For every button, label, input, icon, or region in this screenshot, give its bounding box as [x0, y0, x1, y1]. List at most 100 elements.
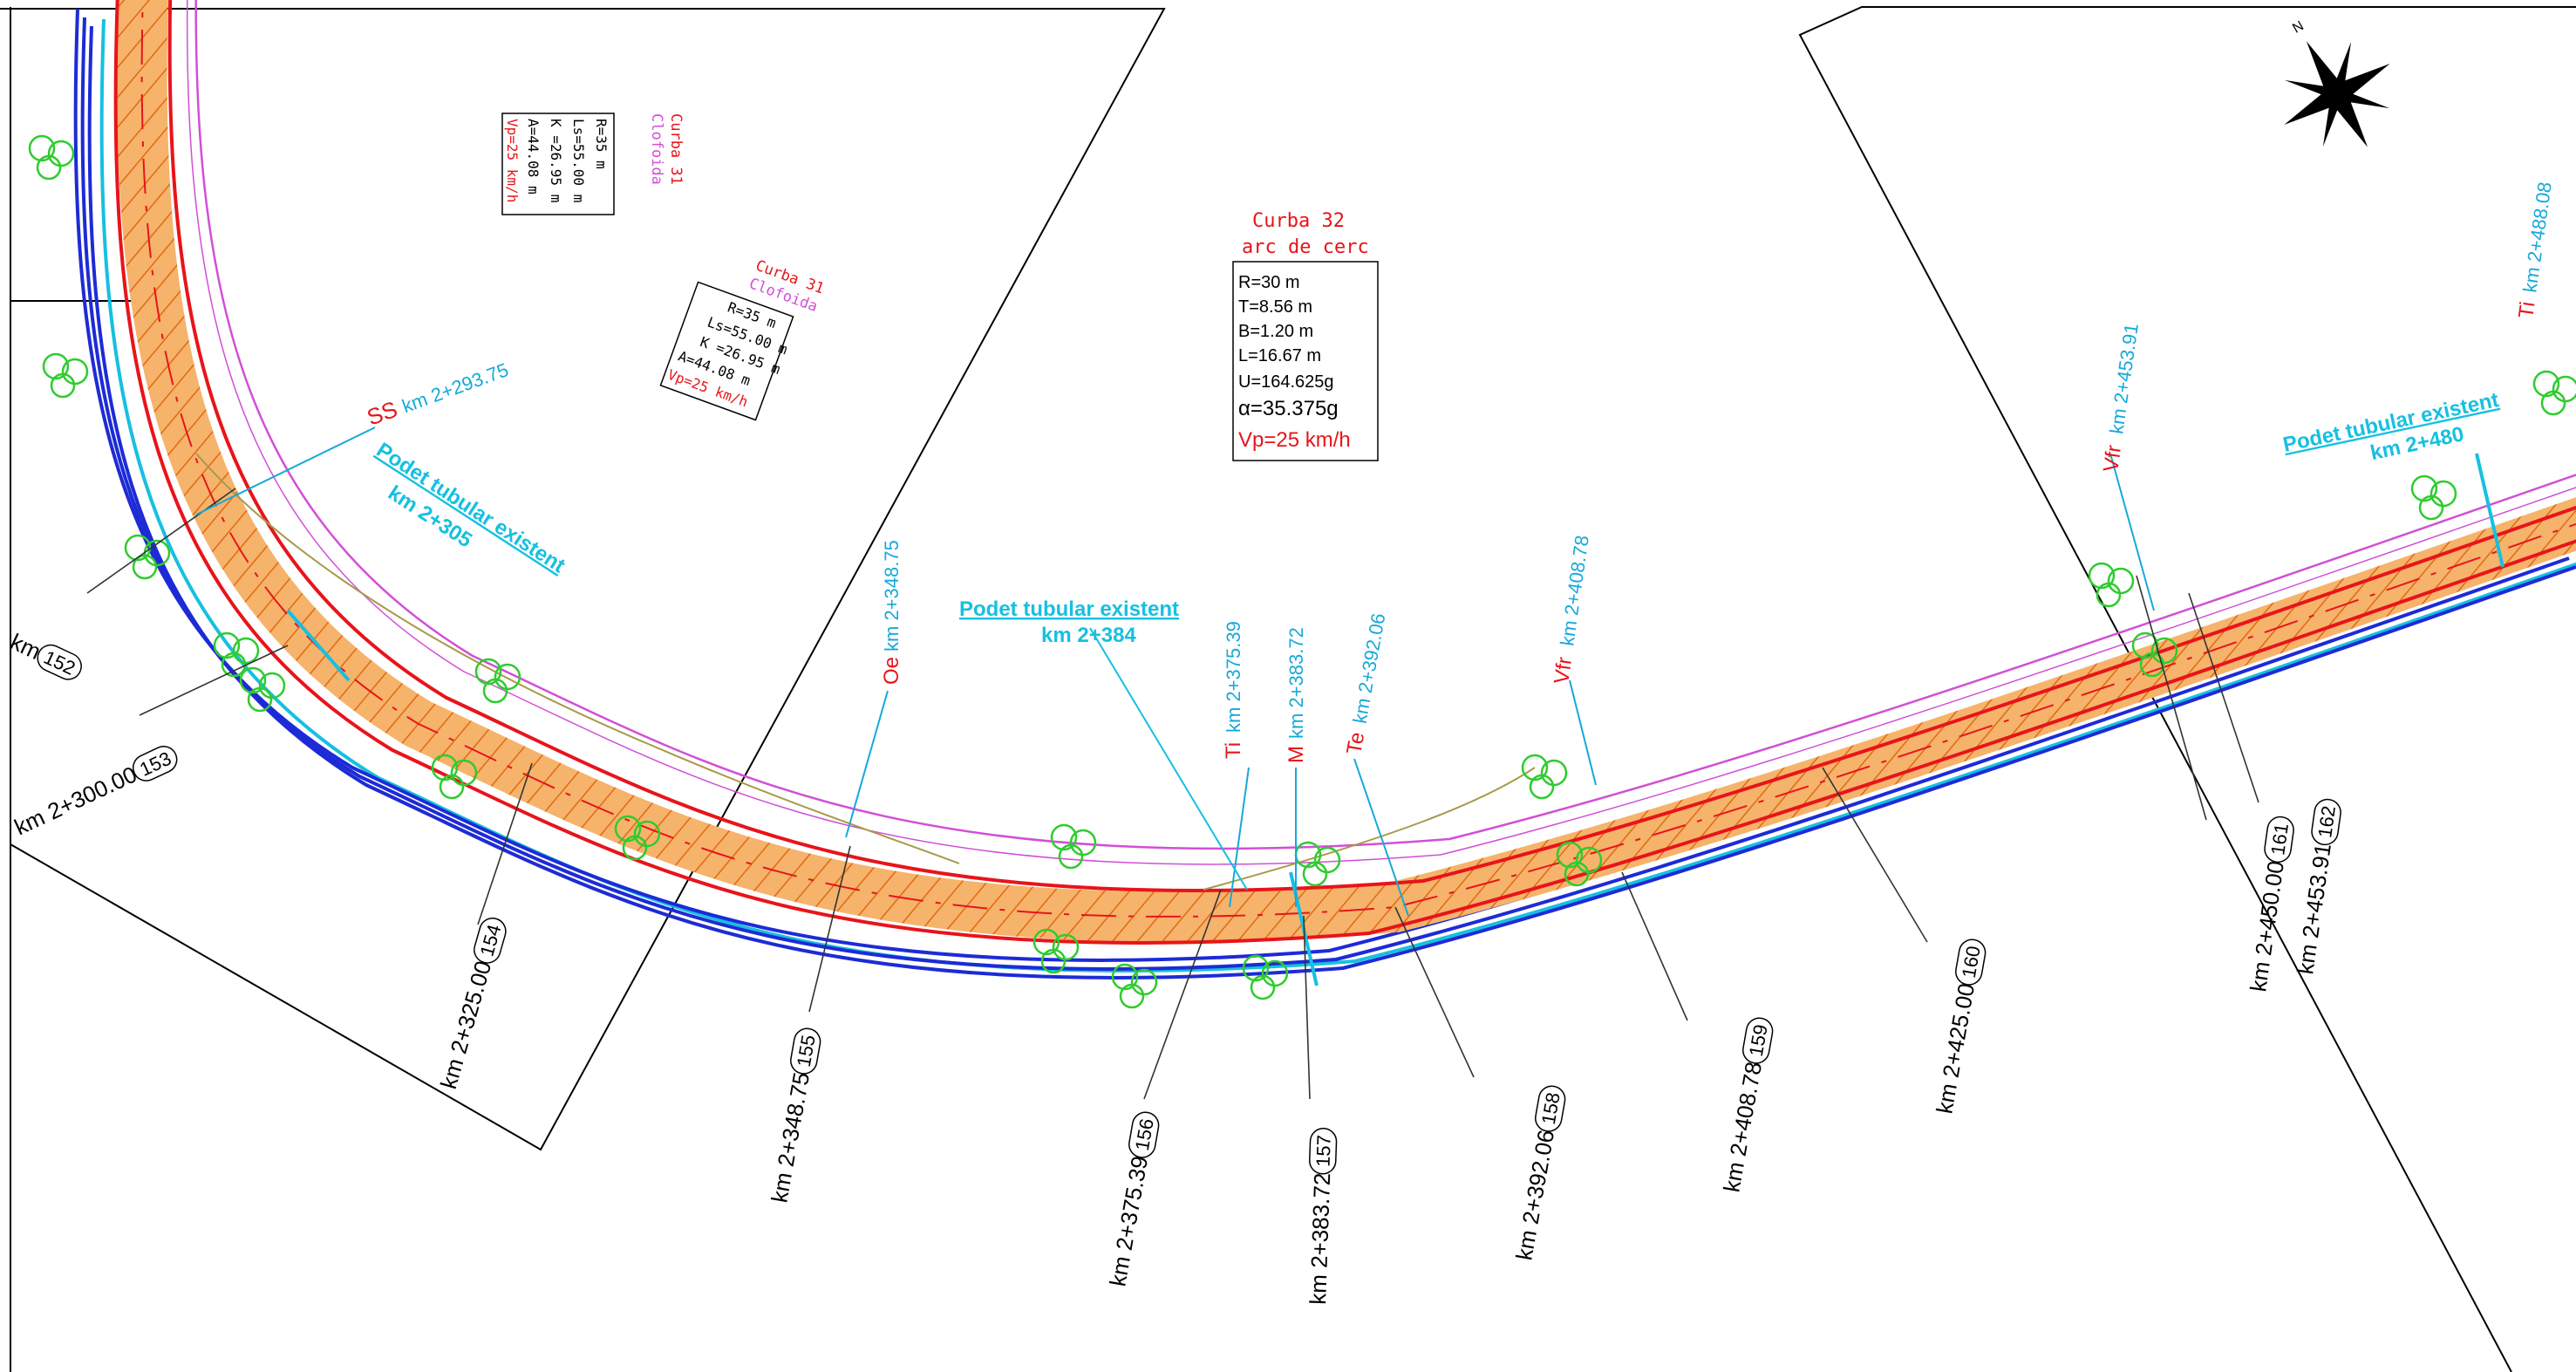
- olive-fence-line: [195, 453, 960, 864]
- point-code: Ti: [2514, 300, 2539, 320]
- tree-cluster: [2131, 631, 2178, 678]
- ti-leader: [1229, 767, 1250, 908]
- curve-line: α=35.375g: [1238, 397, 1339, 420]
- profile-leader: [1143, 889, 1222, 1100]
- blue-edge-line-outer: [87, 25, 2576, 980]
- curve-line: A=44.08 m: [525, 119, 542, 195]
- curve-line: T=8.56 m: [1238, 297, 1312, 317]
- profile-leader: [86, 488, 236, 594]
- curve-line: Ls=55.00 m: [570, 119, 587, 202]
- profile-leader: [2188, 592, 2259, 803]
- profile-bubble: [132, 746, 178, 782]
- tree-cluster: [1032, 928, 1080, 974]
- oe-leader: [845, 690, 889, 838]
- point-code: M: [1285, 746, 1308, 763]
- curve-title: Curba 32: [1252, 210, 1345, 232]
- te-leader: [1353, 758, 1409, 917]
- point-code: Vfr: [2099, 444, 2126, 474]
- magenta-limit-line-2: [186, 0, 2576, 865]
- profile-bubble: [1128, 1111, 1160, 1158]
- profile-km: km 2+383.72: [1305, 1172, 1335, 1305]
- curve-type: arc de cerc: [1242, 236, 1369, 258]
- point-label-oe: Oe km 2+348.75: [880, 540, 903, 685]
- road-corridor: [73, 0, 2576, 980]
- tree-cluster: [239, 666, 286, 713]
- curve-line: B=1.20 m: [1238, 322, 1313, 341]
- vfr-leader: [1569, 679, 1597, 786]
- tree-cluster: [2532, 370, 2576, 416]
- profile-bubble: [1309, 1128, 1338, 1175]
- curve-line: L=16.67 m: [1238, 346, 1321, 365]
- vegetation: [28, 134, 2576, 1009]
- blue-edge-line-mid: [80, 17, 2570, 971]
- sheet-frame-left: [0, 8, 1166, 1151]
- tree-cluster: [431, 754, 478, 800]
- curve-box-frame: [659, 281, 794, 421]
- tree-cluster: [1242, 954, 1289, 1000]
- curve-box-31-a: Curba 31 Clofoida R=35 m Ls=55.00 m K =2…: [501, 113, 685, 215]
- profile-leader: [139, 645, 289, 716]
- profile-leader: [2136, 575, 2207, 821]
- ss-leader: [195, 427, 376, 515]
- profile-bubble: [37, 644, 82, 680]
- curve-box-frame: [501, 113, 615, 215]
- culvert-384-leader: [1089, 627, 1248, 891]
- profile-bubble: [2264, 816, 2294, 863]
- profile-bubble: [790, 1027, 821, 1075]
- point-km: km 2+348.75: [881, 540, 903, 652]
- curve-type: Clofoida: [648, 113, 665, 185]
- vfr2-leader: [2109, 453, 2155, 611]
- curve-box-32: Curba 32 arc de cerc R=30 m T=8.56 m B=1…: [1232, 210, 1379, 461]
- olive-fence-line-2: [1203, 767, 1536, 891]
- road-edge-right: [113, 0, 2576, 945]
- profile-markers: [86, 488, 2259, 1100]
- culvert-km: km 2+384: [1041, 624, 1136, 647]
- point-leaders: [195, 427, 2155, 917]
- culvert-crossing: [2475, 453, 2504, 568]
- magenta-limit-line: [194, 0, 2576, 850]
- tree-cluster: [1050, 823, 1097, 870]
- profile-bubble: [474, 918, 507, 964]
- curve-title: Curba 31: [667, 113, 685, 185]
- point-km: km 2+383.72: [1285, 627, 1307, 739]
- point-code: Oe: [880, 657, 903, 685]
- profile-leader: [1822, 767, 1928, 943]
- north-arrow-icon: N: [2284, 18, 2390, 147]
- culvert-title: Podet tubular existent: [959, 597, 1179, 621]
- point-km: km 2+375.39: [1223, 621, 1244, 733]
- curve-line: R=30 m: [1238, 273, 1300, 292]
- tree-cluster: [1521, 754, 1568, 800]
- profile-num: 157: [1312, 1135, 1335, 1168]
- tree-cluster: [474, 658, 521, 704]
- curve-line: R=35 m: [593, 119, 610, 169]
- point-label-m: M km 2+383.72: [1285, 627, 1308, 763]
- profile-bubble: [1955, 939, 1987, 986]
- curve-speed: Vp=25 km/h: [1238, 428, 1351, 452]
- profile-bubble: [1742, 1017, 1774, 1064]
- point-code: Te: [1342, 730, 1369, 756]
- tree-cluster: [28, 134, 75, 181]
- profile-leader: [477, 762, 533, 925]
- profile-leader: [808, 845, 851, 1013]
- curve-line: K =26.95 m: [548, 119, 564, 202]
- point-code: Vfr: [1550, 656, 1577, 686]
- tree-cluster: [1111, 963, 1158, 1009]
- profile-leader: [1303, 915, 1311, 1100]
- tree-cluster: [614, 815, 661, 861]
- road-axis: [140, 0, 2576, 918]
- profile-bubble: [1535, 1085, 1566, 1132]
- curve-line: U=164.625g: [1238, 372, 1334, 392]
- road-edge-left: [167, 0, 2576, 892]
- profile-num: 162: [2314, 804, 2340, 839]
- tree-cluster: [1556, 841, 1603, 887]
- culvert-crossing: [286, 609, 351, 682]
- curve-speed: Vp=25 km/h: [504, 119, 521, 202]
- profile-num: 161: [2266, 822, 2293, 857]
- profile-bubble: [2311, 798, 2341, 846]
- profile-leader: [1621, 871, 1688, 1021]
- tree-cluster: [213, 631, 260, 678]
- tree-cluster: [2410, 474, 2457, 521]
- profile-leader: [1394, 906, 1475, 1078]
- tree-cluster: [42, 352, 89, 399]
